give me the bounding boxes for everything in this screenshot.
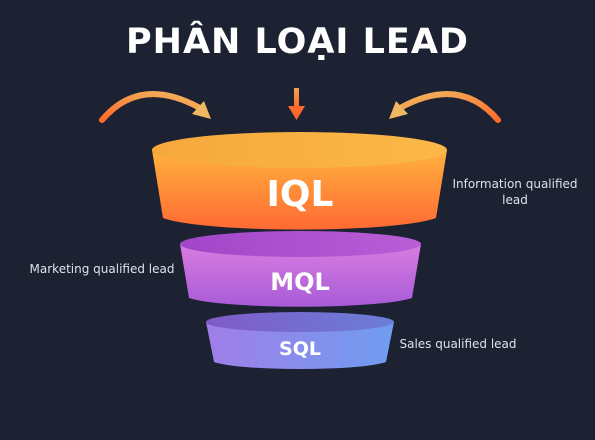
funnel-layer-iql: IQL: [152, 132, 447, 230]
layer-label-mql: MQL: [270, 268, 330, 296]
funnel-layer-sql: SQL: [206, 312, 394, 370]
funnel-layer-mql: MQL: [180, 231, 421, 307]
description-iql: Information qualified lead: [452, 177, 578, 207]
description-mql: Marketing qualified lead: [29, 262, 175, 276]
arrow-down-icon: [288, 88, 305, 120]
description-sql: Sales qualified lead: [399, 337, 517, 351]
layer-label-sql: SQL: [279, 338, 321, 360]
arrow-curved-right-icon: [389, 91, 501, 123]
page-title: PHÂN LOẠI LEAD: [126, 22, 469, 62]
layer-label-iql: IQL: [267, 174, 334, 215]
arrow-curved-left-icon: [99, 91, 211, 123]
